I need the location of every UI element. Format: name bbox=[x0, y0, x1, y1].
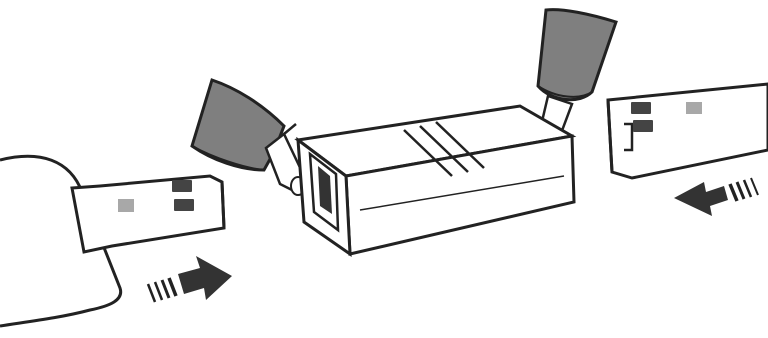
contact-icon bbox=[174, 199, 194, 211]
contact-pad-icon bbox=[686, 102, 702, 114]
groove-line bbox=[435, 121, 485, 169]
coupler bbox=[294, 104, 577, 257]
tool-right bbox=[536, 8, 618, 138]
contact-pad-icon bbox=[118, 199, 134, 212]
arrow-left-icon bbox=[674, 182, 728, 216]
groove-line bbox=[403, 129, 453, 177]
contact-icon bbox=[172, 180, 192, 192]
socket-icon bbox=[318, 166, 332, 214]
usb-plug-left bbox=[70, 174, 226, 254]
insert-arrow-left bbox=[146, 256, 232, 303]
groove-line bbox=[419, 125, 469, 173]
contact-icon bbox=[631, 102, 651, 114]
left-cable bbox=[0, 154, 123, 328]
usb-plug-right bbox=[606, 82, 768, 180]
arrow-right-icon bbox=[178, 256, 232, 300]
insert-arrow-right bbox=[674, 177, 759, 216]
contact-icon bbox=[633, 120, 653, 132]
